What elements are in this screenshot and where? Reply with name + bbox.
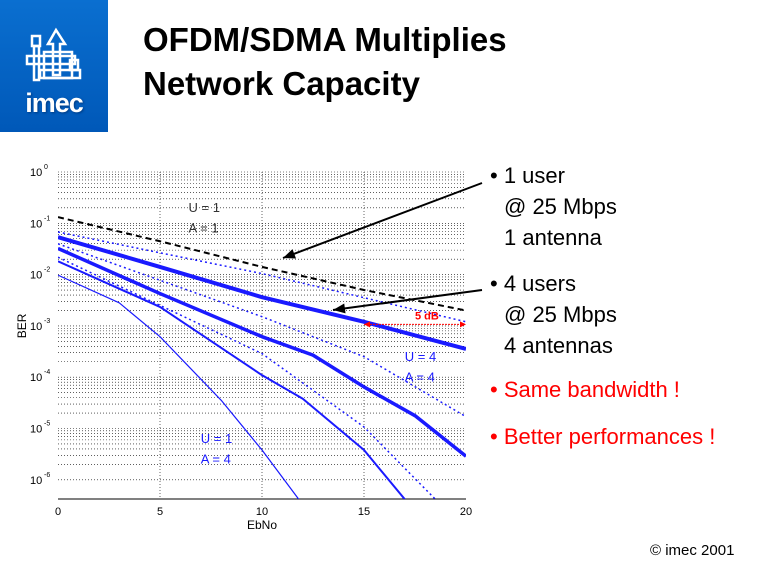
chart-annotation: U = 1: [189, 200, 220, 215]
y-tick-label: 10: [30, 372, 42, 384]
bullet-better-performances: • Better performances !: [490, 424, 716, 449]
bullet-line: @ 25 Mbps: [504, 302, 617, 327]
y-tick-exponent: -6: [44, 472, 50, 479]
arrow-4-users-head: [333, 303, 346, 314]
series-line-6: [58, 243, 466, 418]
y-tick-label: 10: [30, 167, 42, 179]
y-tick-exponent: -4: [44, 369, 50, 376]
x-axis-label: EbNo: [247, 518, 277, 532]
y-tick-label: 10: [30, 424, 42, 436]
series-line-3: [58, 260, 406, 499]
x-tick-label: 20: [460, 506, 472, 518]
title-line-2: Network Capacity: [143, 65, 420, 102]
x-tick-label: 10: [256, 506, 268, 518]
bullet-line: @ 25 Mbps: [504, 194, 617, 219]
bullet-line: • 4 users: [490, 271, 576, 296]
arrow-4-users: [332, 289, 483, 311]
chart-annotation: 5 dB: [415, 311, 439, 323]
bullet-same-bandwidth: • Same bandwidth !: [490, 377, 680, 402]
chart-annotation: A = 4: [201, 451, 231, 466]
imec-logo: imec: [0, 0, 108, 132]
y-tick-label: 10: [30, 475, 42, 487]
series-line-2: [58, 246, 466, 458]
y-tick-exponent: -2: [44, 267, 50, 274]
page-title: OFDM/SDMA Multiplies Network Capacity: [143, 18, 507, 106]
x-tick-label: 0: [55, 506, 61, 518]
chart-annotation: A = 1: [189, 221, 219, 236]
copyright: © imec 2001: [650, 542, 735, 559]
gap-marker-arrow-left: [364, 321, 370, 328]
bullet-line: 1 antenna: [504, 225, 602, 250]
y-axis-label: BER: [15, 313, 29, 338]
chart-annotation: A = 4: [405, 369, 435, 384]
series-line-4: [58, 274, 300, 499]
series-line-1: [58, 235, 466, 351]
gap-marker-arrow-right: [460, 321, 466, 328]
y-tick-exponent: -1: [44, 215, 50, 222]
y-tick-label: 10: [30, 270, 42, 282]
x-tick-label: 15: [358, 506, 370, 518]
bullet-line: • 1 user: [490, 163, 565, 188]
y-tick-exponent: -5: [44, 421, 50, 428]
arrow-1-user-head: [283, 249, 296, 259]
y-tick-exponent: -3: [44, 318, 50, 325]
chart-annotation: U = 1: [201, 431, 232, 446]
y-tick-exponent: 0: [44, 164, 48, 171]
bullet-4-users: • 4 users @ 25 Mbps 4 antennas: [490, 268, 617, 361]
y-tick-label: 10: [30, 321, 42, 333]
logo-text: imec: [25, 88, 84, 118]
x-tick-label: 5: [157, 506, 163, 518]
bullet-1-user: • 1 user @ 25 Mbps 1 antenna: [490, 160, 617, 253]
title-line-1: OFDM/SDMA Multiplies: [143, 21, 507, 58]
y-tick-label: 10: [30, 218, 42, 230]
logo-mark-icon: [25, 27, 82, 82]
bullet-line: 4 antennas: [504, 333, 613, 358]
arrow-1-user: [282, 182, 483, 259]
chart-annotation: U = 4: [405, 349, 436, 364]
